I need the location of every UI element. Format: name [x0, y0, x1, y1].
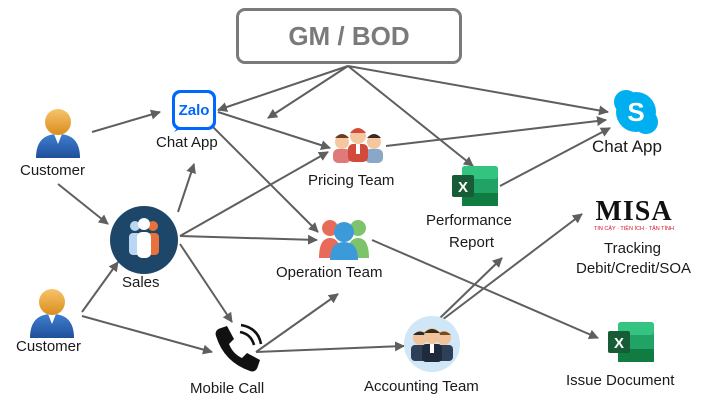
connector-arrows — [57, 65, 611, 355]
skype-icon: S — [614, 90, 658, 134]
customer-bottom-label: Customer — [16, 338, 82, 355]
arrow-accounting-to-report — [439, 257, 503, 319]
zalo-icon: Zalo — [172, 90, 216, 132]
arrow-zalo-to-pricing — [217, 111, 331, 151]
performance-report-label-line1: Performance — [426, 212, 512, 229]
sales-label: Sales — [122, 274, 160, 291]
phone-icon — [215, 323, 263, 372]
misa-tagline: TIN CẬY · TIỆN ÍCH · TẬN TÌNH — [594, 224, 674, 232]
gm-bod-title: GM / BOD — [288, 20, 410, 51]
arrow-gm-to-report — [347, 65, 474, 167]
sales-icon — [110, 206, 178, 274]
arrow-phone-to-operation — [255, 293, 339, 353]
accounting-team-label: Accounting Team — [364, 378, 479, 395]
pricing-team-label: Pricing Team — [308, 172, 395, 189]
skype-chat-label: Chat App — [592, 137, 662, 156]
arrow-accounting-to-misa — [441, 213, 583, 321]
arrow-phone-to-accounting — [255, 341, 405, 353]
arrow-sales-to-operation — [179, 234, 318, 245]
arrow-customer-top-to-zalo — [91, 109, 161, 133]
arrow-gm-to-pricing — [267, 65, 349, 119]
performance-report-label-line2: Report — [449, 234, 495, 251]
operation-team-icon — [319, 220, 369, 260]
excel-letter: X — [614, 335, 624, 352]
pricing-team-icon — [333, 128, 383, 163]
customer-icon — [30, 289, 74, 338]
arrow-gm-to-zalo — [217, 65, 349, 112]
misa-logo: MISA TIN CẬY · TIỆN ÍCH · TẬN TÌNH — [594, 196, 674, 232]
mobile-call-label: Mobile Call — [190, 380, 265, 397]
arrow-zalo-to-operation — [209, 123, 319, 233]
arrow-customer-top-to-sales — [57, 183, 109, 225]
tracking-label-line2: Debit/Credit/SOA — [576, 260, 692, 277]
svg-text:S: S — [627, 97, 644, 127]
excel-letter: X — [458, 179, 468, 196]
arrow-operation-to-issue — [371, 239, 599, 340]
arrow-sales-to-zalo — [177, 163, 196, 213]
arrow-customer-bottom-to-sales — [81, 261, 119, 313]
operation-team-label: Operation Team — [276, 264, 383, 281]
excel-icon: X — [608, 322, 654, 362]
excel-icon: X — [452, 166, 498, 206]
arrow-customer-bottom-to-phone — [81, 315, 213, 355]
issue-document-label: Issue Document — [566, 372, 675, 389]
customer-top-label: Customer — [20, 162, 86, 179]
zalo-chat-label: Chat App — [156, 134, 218, 151]
arrow-sales-to-phone — [179, 243, 233, 323]
tracking-label-line1: Tracking — [604, 240, 661, 257]
arrow-pricing-to-skype — [385, 116, 607, 147]
arrow-report-to-skype — [499, 127, 611, 187]
misa-logo-text: MISA — [595, 196, 672, 227]
gm-bod-box: GM / BOD — [236, 8, 462, 64]
arrow-sales-to-pricing — [179, 151, 329, 237]
accounting-team-icon — [404, 316, 460, 372]
customer-icon — [36, 109, 80, 158]
arrow-gm-to-skype — [347, 65, 609, 116]
zalo-logo-text: Zalo — [179, 102, 210, 119]
